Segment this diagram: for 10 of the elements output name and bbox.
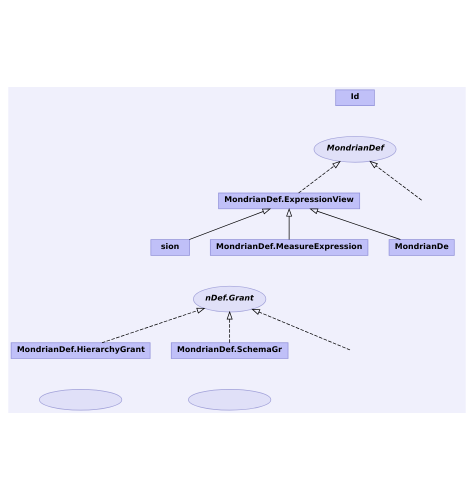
- arrow: [251, 308, 350, 350]
- arrow: [369, 160, 422, 201]
- arrow: [298, 160, 341, 194]
- arrow: [188, 208, 272, 240]
- arrow: [286, 208, 292, 240]
- arrow: [309, 208, 401, 240]
- node-ellipse: [39, 389, 122, 410]
- node-ellipse: [188, 389, 272, 410]
- arrow: [226, 310, 233, 344]
- arrow: [102, 308, 206, 344]
